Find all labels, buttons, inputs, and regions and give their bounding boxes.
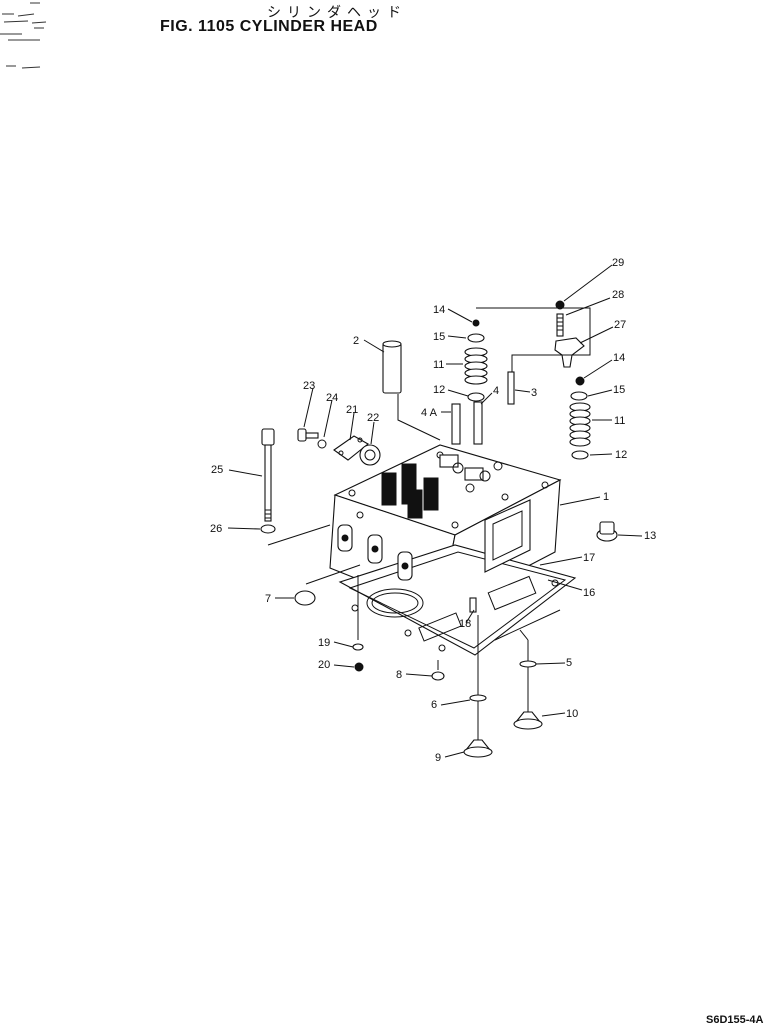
callout-4a: 4 A <box>421 407 438 419</box>
cover-plate-21 <box>333 435 369 461</box>
callout-18: 18 <box>459 618 471 630</box>
leader-lines <box>227 264 643 758</box>
callout-5: 5 <box>566 657 572 669</box>
intake-valve-5-10 <box>513 640 543 730</box>
plug-7 <box>294 590 316 606</box>
adjust-screw-28 <box>556 313 564 337</box>
callout-20: 20 <box>318 659 330 671</box>
callout-11b: 11 <box>614 415 625 427</box>
callout-11a: 11 <box>433 359 444 371</box>
callout-29: 29 <box>612 257 624 269</box>
callout-23: 23 <box>303 380 315 392</box>
callout-16: 16 <box>583 587 595 599</box>
callout-27: 27 <box>614 319 626 331</box>
callout-12a: 12 <box>433 384 445 396</box>
drawing-code: S6D155-4A <box>706 1014 764 1026</box>
callout-9: 9 <box>435 752 441 764</box>
seal-19 <box>352 643 364 651</box>
callout-26: 26 <box>210 523 222 535</box>
cylinder-head-body <box>329 444 577 656</box>
scan-artifact <box>0 2 47 69</box>
callout-8: 8 <box>396 669 402 681</box>
exhaust-valve-6-9 <box>463 640 493 758</box>
valve-spring-set-front <box>464 319 488 402</box>
callout-17: 17 <box>583 552 595 564</box>
plug-8 <box>431 671 445 681</box>
callout-4: 4 <box>493 385 499 397</box>
callout-2: 2 <box>353 335 359 347</box>
japanese-title: シリンダヘッド <box>267 5 407 21</box>
nut-20 <box>354 662 364 672</box>
callout-25: 25 <box>211 464 223 476</box>
callout-24: 24 <box>326 392 338 404</box>
callout-22: 22 <box>367 412 379 424</box>
callout-28: 28 <box>612 289 624 301</box>
assembly-lines <box>267 307 591 670</box>
washer-24 <box>317 439 327 449</box>
dowel-3 <box>507 371 515 405</box>
gasket-22 <box>359 444 381 466</box>
callout-3: 3 <box>531 387 537 399</box>
valve-guide-4 <box>473 401 483 445</box>
callout-1: 1 <box>603 491 609 503</box>
callout-19: 19 <box>318 637 330 649</box>
installed-valve-springs <box>381 454 503 519</box>
callout-15b: 15 <box>613 384 625 396</box>
callout-labels: 29 28 27 14 15 11 12 14 15 11 12 4 3 4 A… <box>210 257 656 764</box>
nut-29 <box>555 300 565 310</box>
valve-spring-set-rear <box>569 376 591 460</box>
head-bolt-25 <box>261 428 275 522</box>
callout-15a: 15 <box>433 331 445 343</box>
ring-18 <box>469 597 477 613</box>
figure-title: FIG. 1105 CYLINDER HEAD <box>160 18 378 35</box>
bolt-23 <box>297 428 319 442</box>
callout-6: 6 <box>431 699 437 711</box>
rocker-lever-27 <box>554 337 585 368</box>
callout-14b: 14 <box>613 352 625 364</box>
callout-10: 10 <box>566 708 578 720</box>
callout-21: 21 <box>346 404 358 416</box>
callout-14a: 14 <box>433 304 445 316</box>
valve-guide-4a <box>451 403 461 445</box>
callout-13: 13 <box>644 530 656 542</box>
callout-7: 7 <box>265 593 271 605</box>
callout-12b: 12 <box>615 449 627 461</box>
injector-sleeve-2 <box>382 342 402 394</box>
washer-26 <box>260 524 276 534</box>
